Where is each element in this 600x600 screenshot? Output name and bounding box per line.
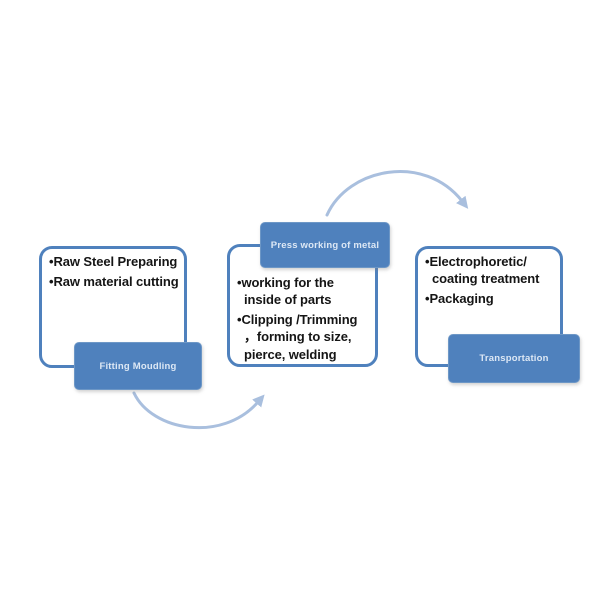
stage2-label-rect: Press working of metal <box>260 222 390 268</box>
bullet-item: Clipping /Trimming ，forming to size, pie… <box>237 311 372 362</box>
stage1-bullet-list: Raw Steel Preparing Raw material cutting <box>42 249 184 290</box>
stage3-bullet-list: Electrophoretic/ coating treatment Packa… <box>418 249 560 307</box>
bullet-item: Raw Steel Preparing <box>49 253 181 270</box>
stage1-label: Fitting Moudling <box>99 360 177 372</box>
arrow-stage2-to-stage3 <box>325 170 469 217</box>
stage3-label: Transportation <box>479 353 549 364</box>
bullet-item: Packaging <box>425 290 557 307</box>
bullet-item: Electrophoretic/ coating treatment <box>425 253 557 287</box>
bullet-item: Raw material cutting <box>49 273 181 290</box>
stage2-bullet-list: working for the inside of parts Clipping… <box>230 247 375 363</box>
arrow-stage1-to-stage2 <box>132 391 265 430</box>
stage3-label-rect: Transportation <box>448 334 580 383</box>
bullet-item: working for the inside of parts <box>237 274 372 308</box>
stage1-label-rect: Fitting Moudling <box>74 342 202 390</box>
stage2-label: Press working of metal <box>270 239 380 251</box>
